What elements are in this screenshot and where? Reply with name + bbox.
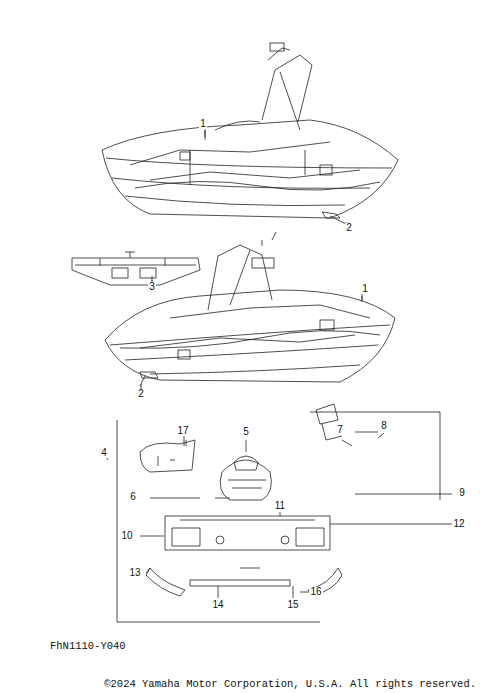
callout-number: 10 [120,531,133,541]
callout-number: 13 [128,568,141,578]
callout-number: 15 [286,600,299,610]
callout-number: 14 [211,600,224,610]
callout-number: 11 [274,501,286,511]
leader-lines [100,131,384,460]
callout-number: 2 [137,389,145,399]
decal-set [117,404,452,622]
callout-number: 9 [458,488,466,498]
callout-number: 3 [148,282,156,292]
callout-number: 16 [309,587,322,597]
callout-number: 1 [199,119,207,129]
callout-number: 17 [176,426,189,436]
boat-upper [102,43,398,224]
boat-lower [105,232,395,386]
callout-number: 6 [129,492,137,502]
callout-number: 7 [336,425,344,435]
figure-code: FhN1110-Y040 [49,641,127,652]
callout-number: 8 [380,421,388,431]
callout-number: 4 [100,448,108,458]
callout-number: 2 [345,223,353,233]
copyright-note: ©2024 Yamaha Motor Corporation, U.S.A. A… [103,679,477,690]
callout-number: 12 [452,519,465,529]
callout-number: 5 [242,427,250,437]
callout-number: 1 [361,284,369,294]
transom-view [72,252,200,285]
